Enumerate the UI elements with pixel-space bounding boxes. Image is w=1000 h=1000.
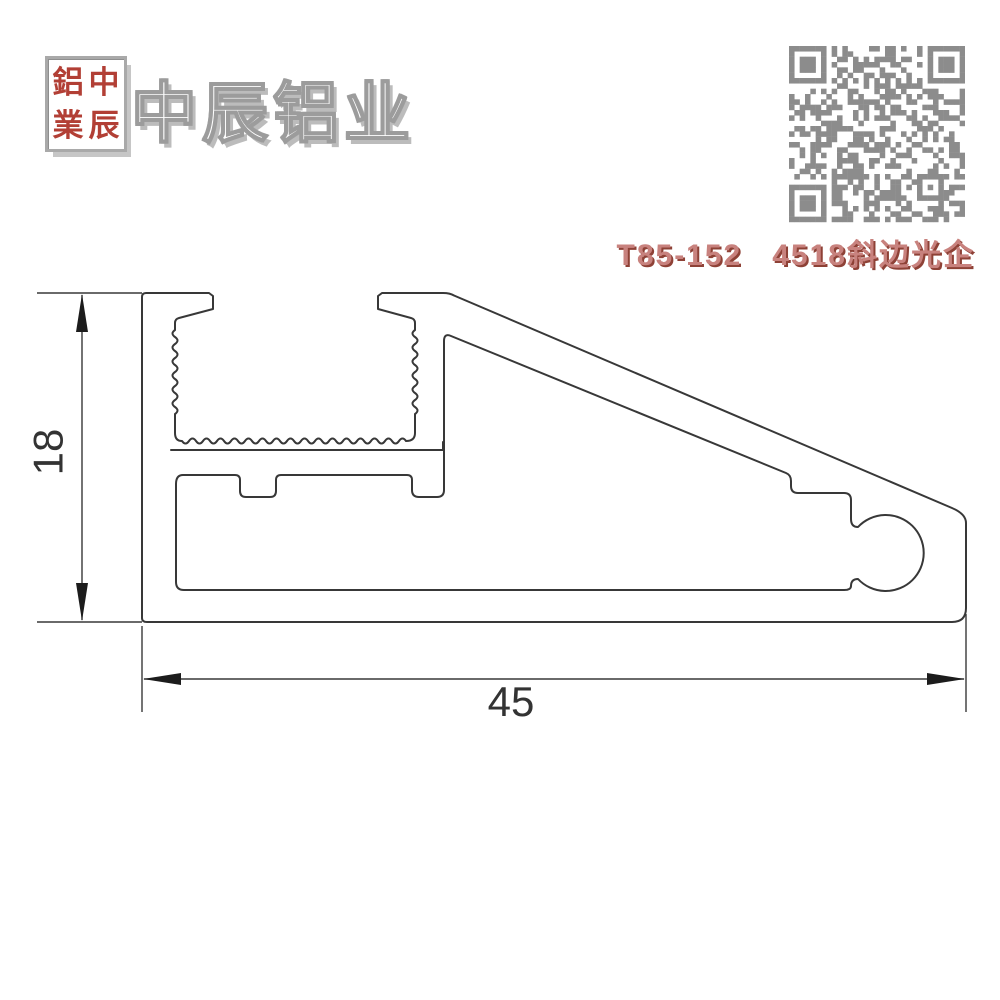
arrow-right-icon: [927, 673, 965, 685]
product-code: T85-152: [616, 239, 743, 272]
product-model-label: T85-152 4518斜边光企: [617, 230, 976, 274]
company-seal-stamp: 鋁 中 業 辰: [45, 56, 127, 152]
profile-cavity: [175, 334, 925, 592]
profile-outline: [141, 292, 967, 623]
seal-character: 業: [52, 108, 84, 143]
company-logo-text: 中辰铝业: [130, 75, 415, 151]
product-name: 4518斜边光企: [772, 239, 975, 272]
height-dimension: 18: [25, 292, 142, 623]
height-dimension-label: 18: [25, 429, 72, 476]
arrow-down-icon: [76, 583, 88, 621]
arrow-up-icon: [76, 294, 88, 332]
width-dimension: 45: [141, 614, 967, 725]
seal-character: 中: [88, 65, 120, 100]
width-dimension-label: 45: [488, 678, 535, 725]
seal-character: 鋁: [52, 65, 84, 100]
seal-character: 辰: [88, 108, 120, 143]
arrow-left-icon: [143, 673, 181, 685]
qr-code-icon: [789, 46, 965, 223]
channel-underside-line: [170, 441, 444, 451]
